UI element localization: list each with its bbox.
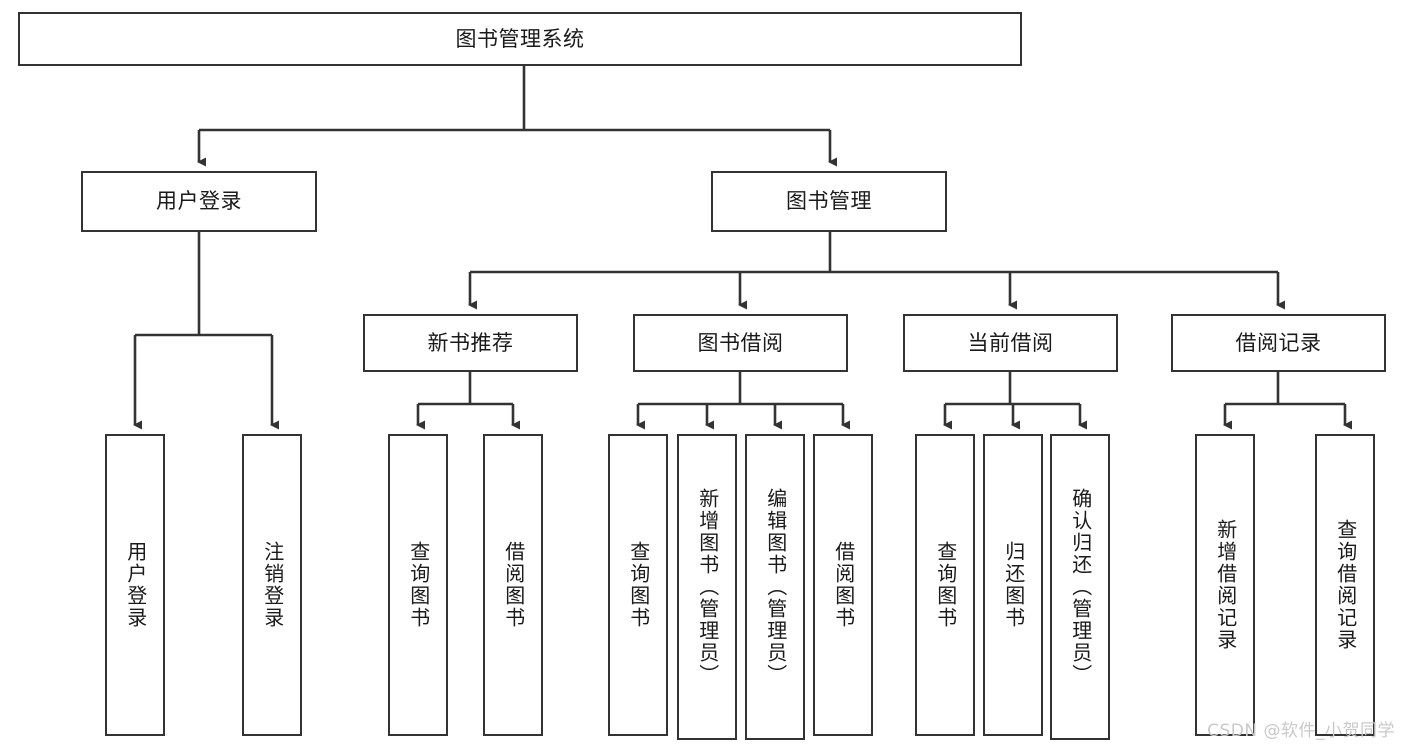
leaf-book-borrow-2-label: 新增图书（管理员） [695, 488, 720, 686]
leaf-user-login-1[interactable]: 用户登录 [105, 434, 165, 736]
node-book-borrow[interactable]: 图书借阅 [633, 314, 848, 372]
leaf-borrow-record-2-label: 查询借阅记录 [1333, 519, 1358, 651]
leaf-book-borrow-4[interactable]: 借阅图书 [813, 434, 873, 736]
node-new-book-recommend[interactable]: 新书推荐 [363, 314, 578, 372]
leaf-borrow-record-1[interactable]: 新增借阅记录 [1195, 434, 1255, 736]
node-book-borrow-label: 图书借阅 [697, 330, 784, 355]
node-current-borrow[interactable]: 当前借阅 [903, 314, 1118, 372]
leaf-current-borrow-3-label: 确认归还（管理员） [1068, 488, 1093, 686]
leaf-current-borrow-1-label: 查询图书 [933, 541, 958, 629]
node-user-login-label: 用户登录 [156, 189, 242, 214]
leaf-new-book-1[interactable]: 查询图书 [388, 434, 448, 736]
leaf-current-borrow-1[interactable]: 查询图书 [915, 434, 975, 736]
leaf-book-borrow-3-label: 编辑图书（管理员） [763, 488, 788, 686]
node-book-manage[interactable]: 图书管理 [711, 171, 947, 232]
leaf-book-borrow-1-label: 查询图书 [626, 541, 651, 629]
leaf-borrow-record-1-label: 新增借阅记录 [1213, 519, 1238, 651]
leaf-current-borrow-3[interactable]: 确认归还（管理员） [1050, 434, 1110, 740]
node-borrow-record-label: 借阅记录 [1235, 330, 1322, 355]
leaf-new-book-2[interactable]: 借阅图书 [483, 434, 543, 736]
leaf-book-borrow-1[interactable]: 查询图书 [608, 434, 668, 736]
node-root-system[interactable]: 图书管理系统 [18, 12, 1022, 66]
node-new-book-recommend-label: 新书推荐 [427, 330, 514, 355]
watermark-text: CSDN @软件_小贺同学 [1207, 721, 1395, 741]
node-root-label: 图书管理系统 [455, 26, 585, 51]
leaf-user-login-1-label: 用户登录 [123, 541, 148, 629]
leaf-book-borrow-2[interactable]: 新增图书（管理员） [677, 434, 737, 740]
leaf-user-login-2[interactable]: 注销登录 [242, 434, 302, 736]
leaf-book-borrow-4-label: 借阅图书 [831, 541, 856, 629]
leaf-book-borrow-3[interactable]: 编辑图书（管理员） [745, 434, 805, 740]
node-user-login[interactable]: 用户登录 [81, 171, 317, 232]
leaf-borrow-record-2[interactable]: 查询借阅记录 [1315, 434, 1375, 736]
leaf-current-borrow-2-label: 归还图书 [1001, 541, 1026, 629]
node-book-manage-label: 图书管理 [786, 189, 872, 214]
leaf-new-book-1-label: 查询图书 [406, 541, 431, 629]
leaf-new-book-2-label: 借阅图书 [501, 541, 526, 629]
leaf-current-borrow-2[interactable]: 归还图书 [983, 434, 1043, 736]
leaf-user-login-2-label: 注销登录 [260, 541, 285, 629]
node-current-borrow-label: 当前借阅 [967, 330, 1054, 355]
node-borrow-record[interactable]: 借阅记录 [1171, 314, 1386, 372]
